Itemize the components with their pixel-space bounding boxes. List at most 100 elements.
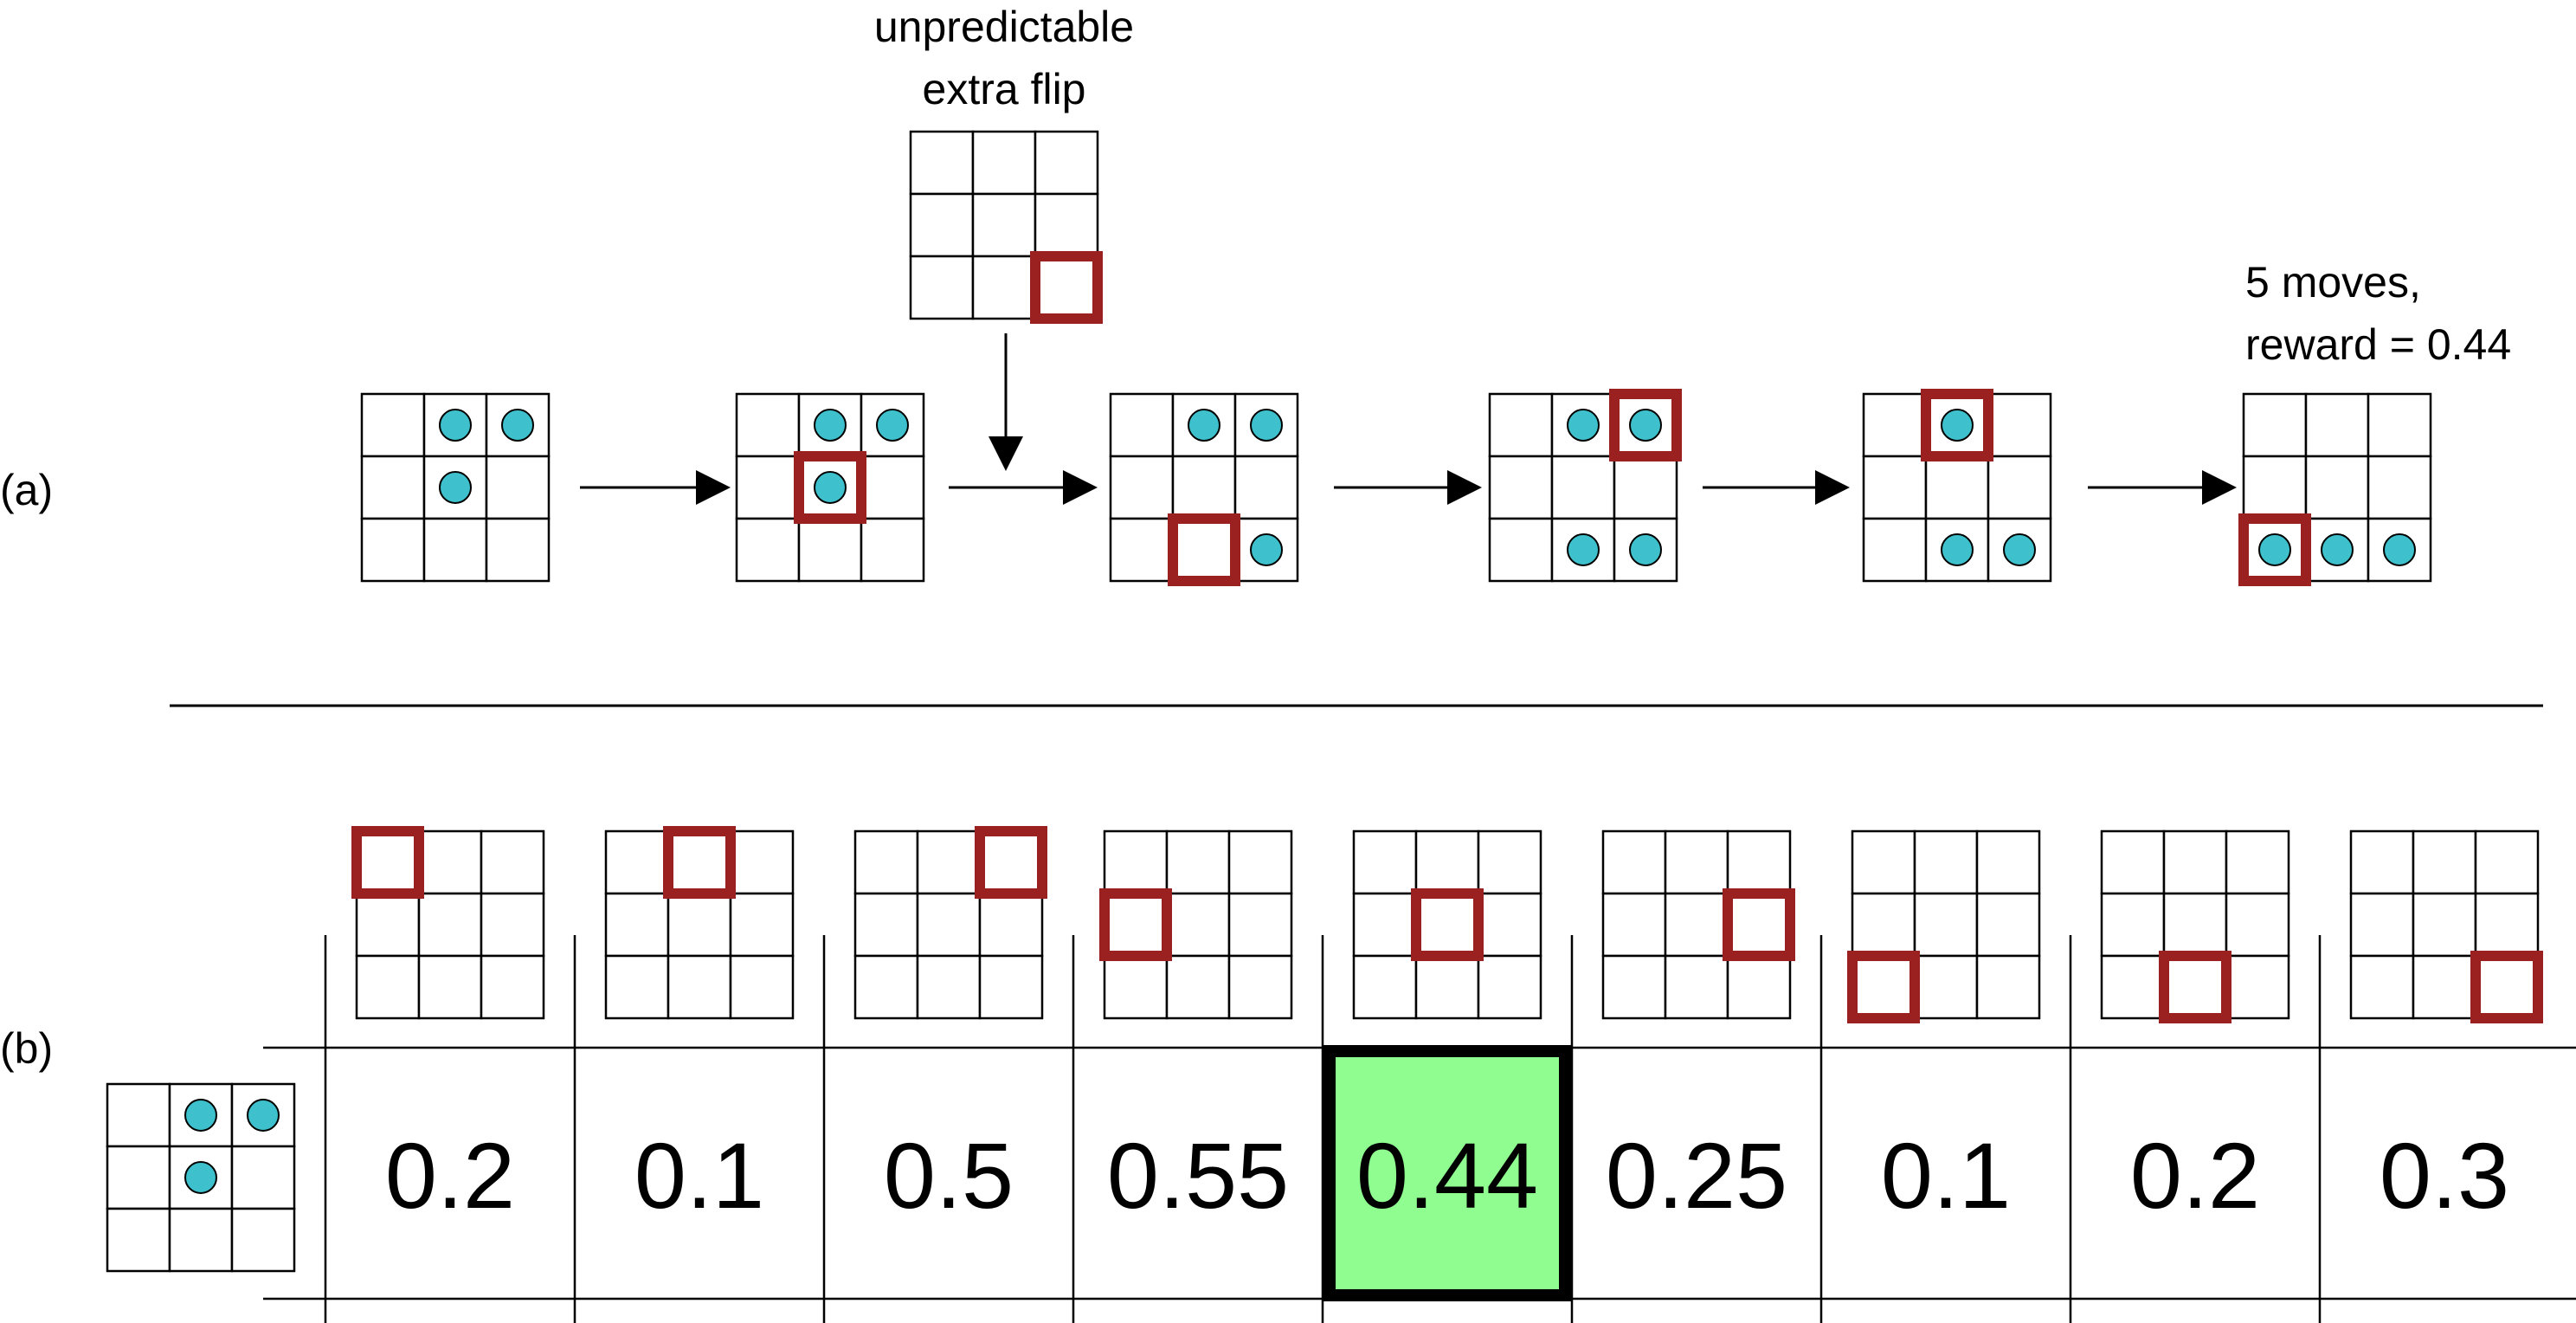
grid-cell bbox=[355, 954, 421, 1020]
grid-cell bbox=[2162, 892, 2228, 958]
grid-cell bbox=[2412, 954, 2477, 1020]
grid-cell bbox=[1488, 517, 1554, 583]
grid-cell bbox=[909, 255, 975, 320]
grid-cell bbox=[230, 1145, 296, 1210]
grid-cell bbox=[2100, 954, 2166, 1020]
grid-cell bbox=[1851, 954, 1916, 1020]
result-label-line-1: 5 moves, bbox=[2245, 258, 2421, 307]
flip-highlight bbox=[1723, 888, 1795, 961]
piece-dot bbox=[1188, 409, 1220, 442]
grid-cell bbox=[1233, 455, 1299, 520]
grid-cell bbox=[1227, 892, 1293, 958]
query-state-grid bbox=[106, 1082, 296, 1273]
grid-cell bbox=[1103, 954, 1169, 1020]
piece-dot bbox=[184, 1099, 217, 1132]
grid-cell bbox=[1862, 392, 1928, 458]
grid-cell bbox=[667, 892, 732, 958]
grid-cell bbox=[1034, 130, 1099, 196]
grid-cell bbox=[2474, 829, 2540, 895]
grid-cell bbox=[1109, 517, 1175, 583]
flip-highlight bbox=[351, 826, 424, 899]
action-value-3: 0.5 bbox=[884, 1123, 1014, 1228]
grid-cell bbox=[971, 255, 1037, 320]
grid-cell bbox=[978, 892, 1044, 958]
grid-cell bbox=[1613, 455, 1678, 520]
grid-cell bbox=[2162, 829, 2228, 895]
panel-b-label: (b) bbox=[0, 1024, 53, 1073]
piece-dot bbox=[184, 1161, 217, 1194]
grid-cell bbox=[1488, 392, 1554, 458]
action-grid-1 bbox=[351, 826, 545, 1020]
grid-cell bbox=[1165, 829, 1231, 895]
grid-cell bbox=[1862, 517, 1928, 583]
grid-cell bbox=[1103, 892, 1169, 958]
flip-highlight bbox=[2238, 513, 2311, 586]
grid-cell bbox=[2367, 455, 2432, 520]
state-grid-1 bbox=[360, 392, 551, 583]
grid-cell bbox=[1975, 954, 2041, 1020]
grid-cell bbox=[2225, 954, 2290, 1020]
grid-cell bbox=[1414, 829, 1480, 895]
best-action-highlight bbox=[1323, 1045, 1571, 1301]
grid-cell bbox=[1034, 255, 1099, 320]
piece-dot bbox=[1941, 409, 1974, 442]
grid-cell bbox=[106, 1082, 171, 1148]
action-value-6: 0.25 bbox=[1606, 1123, 1787, 1228]
state-grid-4 bbox=[1488, 389, 1682, 583]
grid-cell bbox=[417, 892, 483, 958]
grid-cell bbox=[1601, 954, 1667, 1020]
grid-cell bbox=[1601, 892, 1667, 958]
grid-cell bbox=[1414, 954, 1480, 1020]
grid-cell bbox=[230, 1207, 296, 1273]
grid-cell bbox=[2225, 892, 2290, 958]
piece-dot bbox=[1250, 533, 1283, 566]
piece-dot bbox=[2003, 533, 2036, 566]
piece-dot bbox=[1629, 533, 1662, 566]
grid-cell bbox=[2242, 455, 2308, 520]
grid-cell bbox=[909, 130, 975, 196]
grid-cell bbox=[1987, 455, 2052, 520]
grid-cell bbox=[485, 517, 551, 583]
grid-cell bbox=[1109, 455, 1175, 520]
piece-dot bbox=[2383, 533, 2416, 566]
grid-cell bbox=[860, 455, 925, 520]
grid-cell bbox=[2100, 892, 2166, 958]
grid-cell bbox=[1975, 892, 2041, 958]
grid-cell bbox=[1488, 455, 1554, 520]
flip-highlight bbox=[975, 826, 1047, 899]
grid-cell bbox=[971, 192, 1037, 258]
grid-cell bbox=[2304, 392, 2370, 458]
grid-cell bbox=[1414, 892, 1480, 958]
grid-cell bbox=[2474, 954, 2540, 1020]
flip-highlight bbox=[1168, 513, 1240, 586]
action-value-8: 0.2 bbox=[2130, 1123, 2260, 1228]
grid-cell bbox=[1862, 455, 1928, 520]
grid-cell bbox=[853, 954, 919, 1020]
piece-dot bbox=[439, 409, 472, 442]
grid-cell bbox=[106, 1145, 171, 1210]
grid-cell bbox=[853, 892, 919, 958]
grid-cell bbox=[1103, 829, 1169, 895]
grid-cell bbox=[1034, 192, 1099, 258]
grid-cell bbox=[360, 517, 426, 583]
grid-cell bbox=[2349, 829, 2415, 895]
flip-highlight bbox=[2470, 951, 2543, 1023]
action-value-2: 0.1 bbox=[634, 1123, 764, 1228]
grid-cell bbox=[916, 829, 982, 895]
piece-dot bbox=[1567, 533, 1600, 566]
grid-cell bbox=[360, 455, 426, 520]
grid-cell bbox=[1171, 517, 1237, 583]
action-grid-6 bbox=[1601, 829, 1795, 1020]
state-grid-6 bbox=[2238, 392, 2432, 586]
flip-highlight bbox=[1099, 888, 1172, 961]
grid-cell bbox=[1171, 455, 1237, 520]
grid-cell bbox=[2349, 954, 2415, 1020]
action-value-4: 0.55 bbox=[1107, 1123, 1289, 1228]
grid-cell bbox=[2367, 392, 2432, 458]
grid-cell bbox=[1913, 829, 1979, 895]
grid-cell bbox=[729, 954, 795, 1020]
grid-cell bbox=[2100, 829, 2166, 895]
grid-cell bbox=[1601, 829, 1667, 895]
grid-cell bbox=[978, 954, 1044, 1020]
